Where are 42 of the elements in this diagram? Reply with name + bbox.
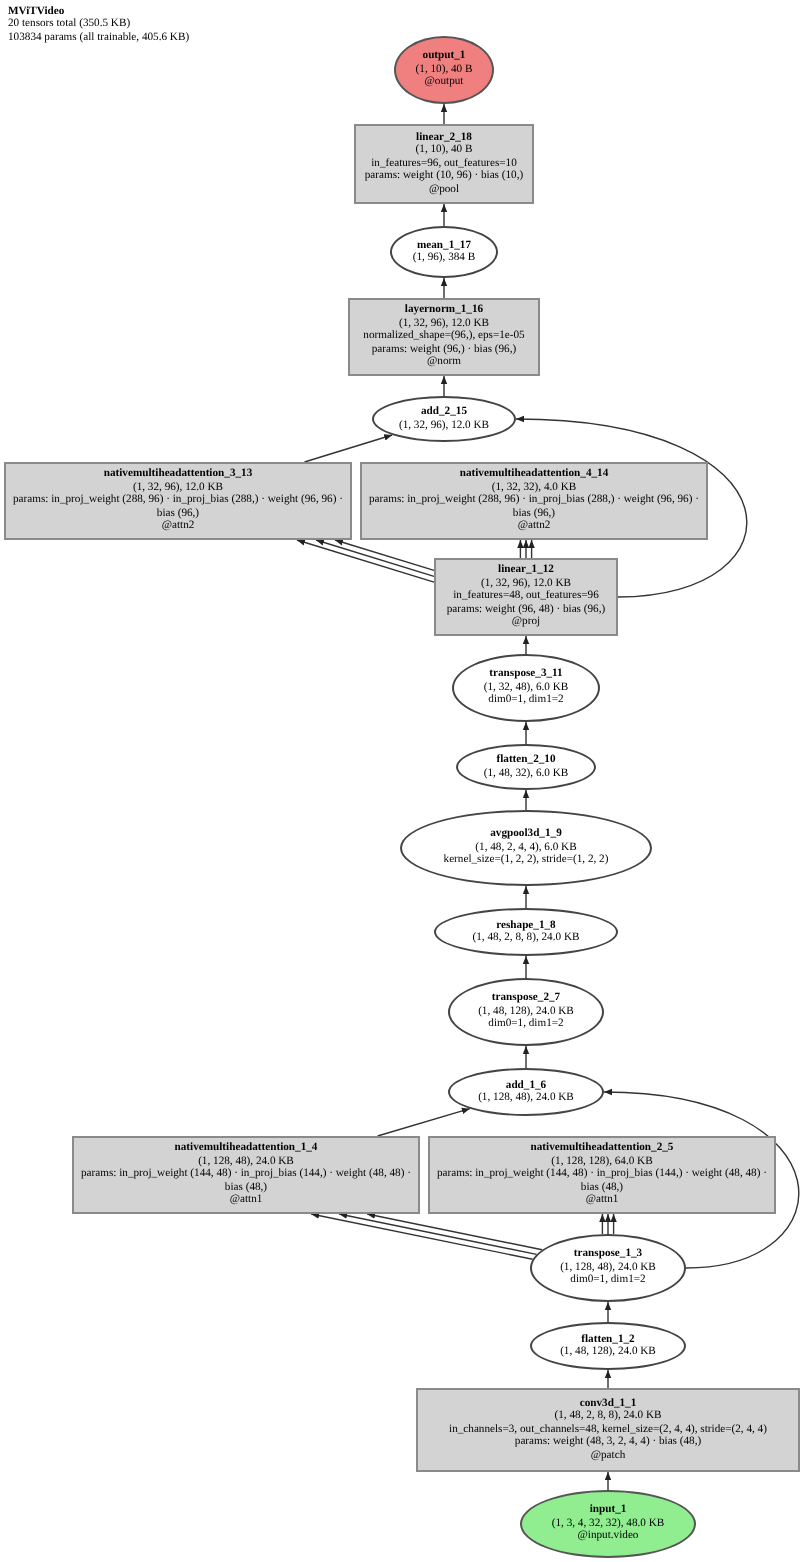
arrow [604,1369,612,1389]
arrow [440,103,448,125]
arrow [610,1213,617,1235]
arrow [296,539,435,583]
operation-ellipse [390,226,498,278]
arrow [528,539,535,559]
arrow [315,539,435,577]
arrow [603,1089,799,1269]
arrow [522,539,530,559]
operation-ellipse [372,396,516,442]
arrow [310,1212,534,1260]
arrow [522,721,530,745]
arrow [376,1107,471,1137]
layer-box [354,124,534,204]
arrow [599,1213,606,1235]
arrow [366,1212,543,1251]
arrow [440,375,448,397]
arrow [522,885,530,909]
layer-box [428,1136,776,1214]
arrow [517,539,524,559]
layer-box [434,558,618,636]
arrow [334,539,435,572]
layer-box [4,462,352,540]
arrow [440,277,448,299]
arrow [604,1471,612,1491]
arrow [522,635,530,655]
arrow [303,434,393,463]
arrow [604,1213,612,1235]
layer-box [416,1388,800,1472]
layer-box [348,298,540,376]
arrow [515,416,747,598]
arrow [522,789,530,811]
arrow [440,203,448,227]
arrow [522,1045,530,1069]
operation-ellipse [530,1234,686,1302]
operation-ellipse [448,1068,604,1116]
arrow [522,955,530,979]
layer-box [72,1136,420,1214]
output-ellipse [394,36,494,104]
layer-box [360,462,708,540]
arrow [338,1212,538,1256]
arrow [604,1301,612,1323]
